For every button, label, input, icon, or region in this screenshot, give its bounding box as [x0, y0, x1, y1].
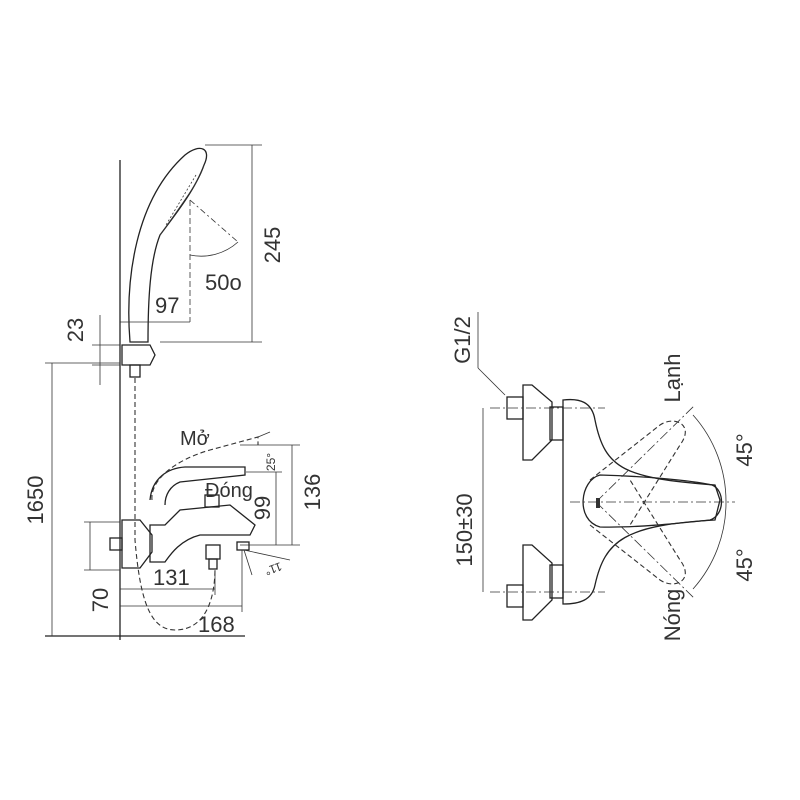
- inlet-bottom: [506, 544, 564, 621]
- hose-connector: [129, 364, 141, 378]
- dim-131: 131: [153, 565, 190, 590]
- shower-face: [159, 164, 205, 236]
- hose-outlet: [208, 558, 218, 570]
- wall-flange: [121, 519, 153, 569]
- dim-1650: 1650: [23, 476, 48, 525]
- dim-168: 168: [198, 612, 235, 637]
- lever-cold-position: [589, 420, 686, 526]
- dim-136: 136: [300, 474, 325, 511]
- angle-spout: 11°: [263, 559, 284, 578]
- thread-label: G1/2: [450, 316, 475, 364]
- hand-shower: [128, 147, 208, 343]
- side-view: 50o 245 97 23 1650 Mở Đóng 25°: [23, 144, 325, 640]
- dim-23: 23: [63, 318, 88, 342]
- angle-handshower-label: 50o: [205, 270, 242, 295]
- label-cold: Lạnh: [660, 354, 685, 403]
- shower-nozzles: [165, 174, 197, 226]
- dim-245: 245: [260, 227, 285, 264]
- dim-97: 97: [155, 293, 179, 318]
- dim-70: 70: [88, 588, 113, 612]
- indicator-mark: [596, 498, 600, 508]
- mixer-body-front: [562, 398, 721, 605]
- label-hot: Nóng: [660, 589, 685, 642]
- front-view: G1/2 150±30 Lạnh 45° 45° Nóng: [450, 312, 757, 641]
- dim-centers: 150±30: [452, 493, 477, 566]
- angle-cold: 45°: [732, 433, 757, 466]
- angle-hot: 45°: [732, 548, 757, 581]
- lever-open: [151, 436, 259, 501]
- diverter-knob: [204, 494, 220, 508]
- label-open: Mở: [180, 428, 210, 450]
- hose: [134, 378, 216, 631]
- inlet-top: [506, 384, 564, 461]
- mixer-body: [149, 504, 256, 563]
- angle-lever: 25°: [264, 453, 278, 471]
- lever-hot-position: [589, 479, 686, 585]
- label-closed: Đóng: [205, 480, 253, 502]
- dim-99: 99: [250, 496, 275, 520]
- spout: [236, 541, 250, 551]
- wall-bracket: [121, 344, 156, 366]
- lever-front: [582, 474, 723, 528]
- lever-closed: [149, 466, 246, 506]
